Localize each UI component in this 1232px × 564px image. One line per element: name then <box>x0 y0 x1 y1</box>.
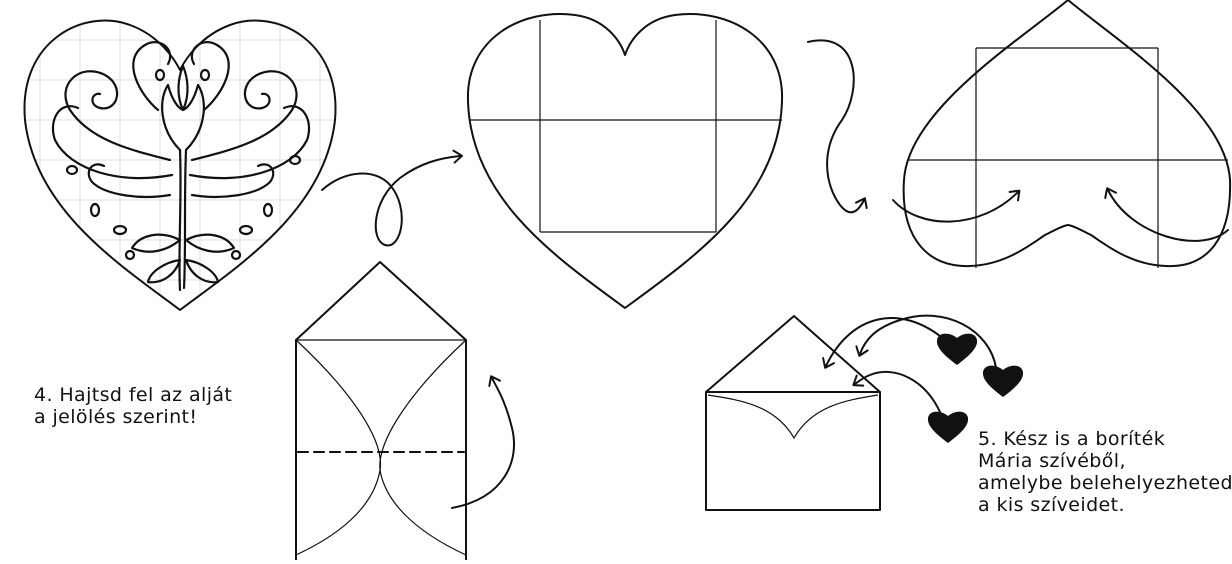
curved-arrow-icon <box>322 156 460 245</box>
envelope-fold-step4 <box>296 262 514 560</box>
inverted-heart-step3 <box>893 0 1230 268</box>
step5-line-3: amelybe belehelyezheted <box>978 472 1232 494</box>
folded-heart-step2 <box>468 14 782 308</box>
finished-envelope-step5 <box>706 316 1023 510</box>
step4-line-1: 4. Hajtsd fel az alját <box>34 384 232 406</box>
step5-line-4: a kis szíveidet. <box>978 494 1232 516</box>
step4-caption: 4. Hajtsd fel az alját a jelölés szerint… <box>34 384 232 428</box>
curved-arrow-icon <box>1108 190 1228 241</box>
curved-arrow-icon <box>808 40 864 212</box>
heart-icon <box>928 412 968 443</box>
heart-icon <box>983 366 1023 397</box>
step5-caption: 5. Kész is a boríték Mária szívéből, ame… <box>978 428 1232 516</box>
decorated-heart-icon <box>0 0 360 320</box>
curved-arrow-icon <box>452 378 514 508</box>
step5-line-1: 5. Kész is a boríték <box>978 428 1232 450</box>
curved-arrow-icon <box>893 192 1018 222</box>
step4-line-2: a jelölés szerint! <box>34 406 232 428</box>
step5-line-2: Mária szívéből, <box>978 450 1232 472</box>
